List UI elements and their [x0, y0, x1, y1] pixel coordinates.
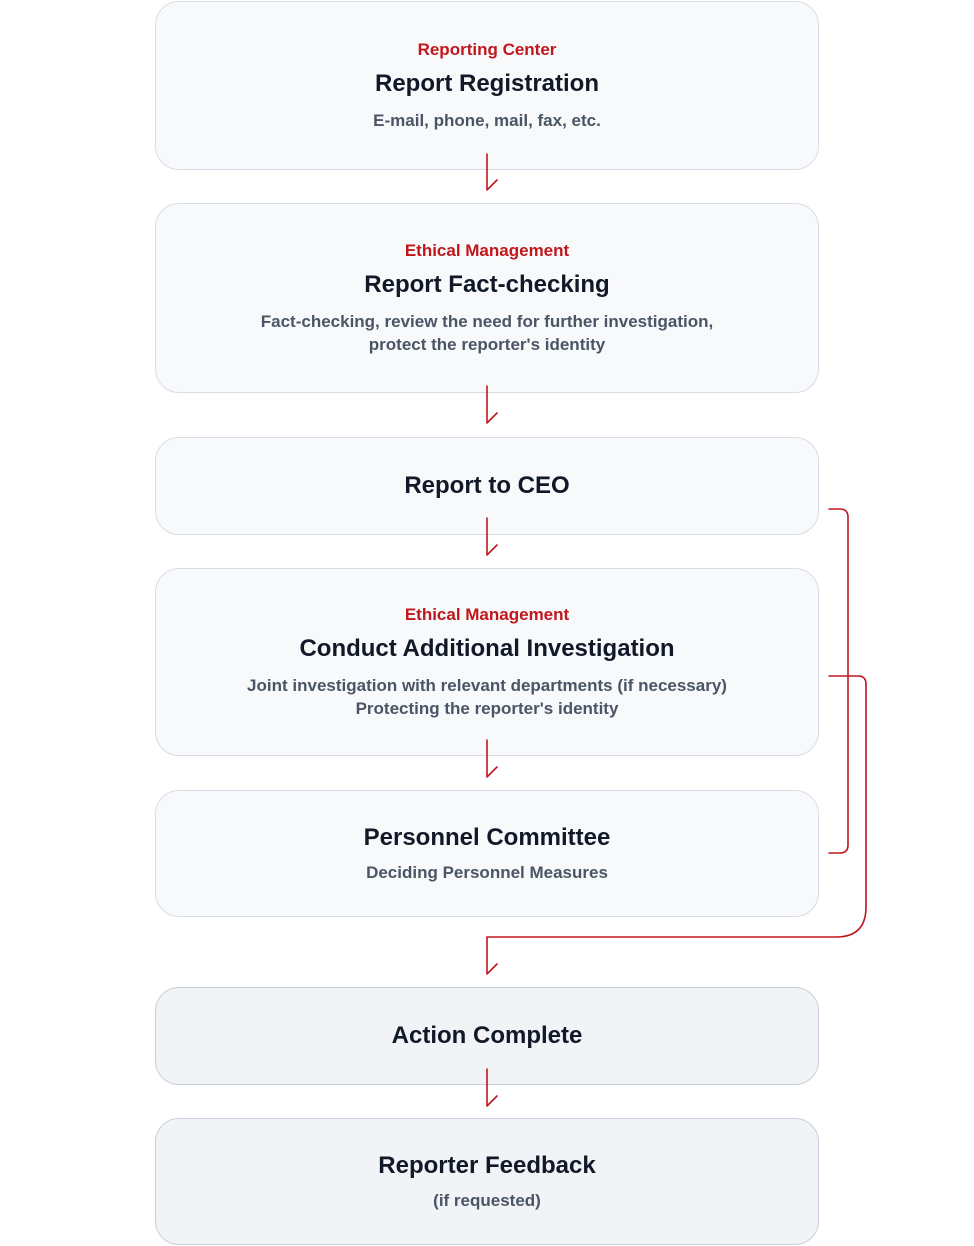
step-description: Deciding Personnel Measures — [366, 861, 608, 884]
step-description-line: (if requested) — [433, 1191, 541, 1210]
step-reporter-feedback: Reporter Feedback (if requested) — [155, 1118, 819, 1245]
step-personnel-committee: Personnel Committee Deciding Personnel M… — [155, 790, 819, 917]
step-report-fact-checking: Ethical Management Report Fact-checking … — [155, 203, 819, 393]
step-title: Personnel Committee — [363, 824, 611, 851]
step-title: Report to CEO — [404, 472, 570, 499]
step-description: (if requested) — [433, 1189, 541, 1212]
step-description-line: Deciding Personnel Measures — [366, 863, 608, 882]
step-description-line: E-mail, phone, mail, fax, etc. — [373, 111, 601, 130]
step-description-line: Protecting the reporter's identity — [355, 699, 619, 718]
step-description: Joint investigation with relevant depart… — [247, 674, 727, 720]
step-report-registration: Reporting Center Report Registration E-m… — [155, 1, 819, 170]
step-title: Report Fact-checking — [364, 271, 610, 298]
step-description-line: Joint investigation with relevant depart… — [247, 676, 727, 695]
step-tag: Ethical Management — [404, 605, 570, 624]
bracket-ceo-to-committee — [828, 508, 849, 854]
step-description: Fact-checking, review the need for furth… — [261, 310, 713, 356]
step-title: Conduct Additional Investigation — [299, 635, 675, 662]
step-title: Report Registration — [374, 70, 599, 97]
step-tag: Reporting Center — [417, 40, 557, 59]
step-description-line: protect the reporter's identity — [368, 335, 606, 354]
step-action-complete: Action Complete — [155, 987, 819, 1085]
step-description-line: Fact-checking, review the need for furth… — [260, 312, 714, 331]
step-tag: Ethical Management — [404, 241, 570, 260]
step-conduct-additional-investigation: Ethical Management Conduct Additional In… — [155, 568, 819, 756]
step-title: Reporter Feedback — [378, 1152, 596, 1179]
step-title: Action Complete — [391, 1022, 583, 1049]
step-report-to-ceo: Report to CEO — [155, 437, 819, 535]
step-description: E-mail, phone, mail, fax, etc. — [373, 109, 601, 132]
